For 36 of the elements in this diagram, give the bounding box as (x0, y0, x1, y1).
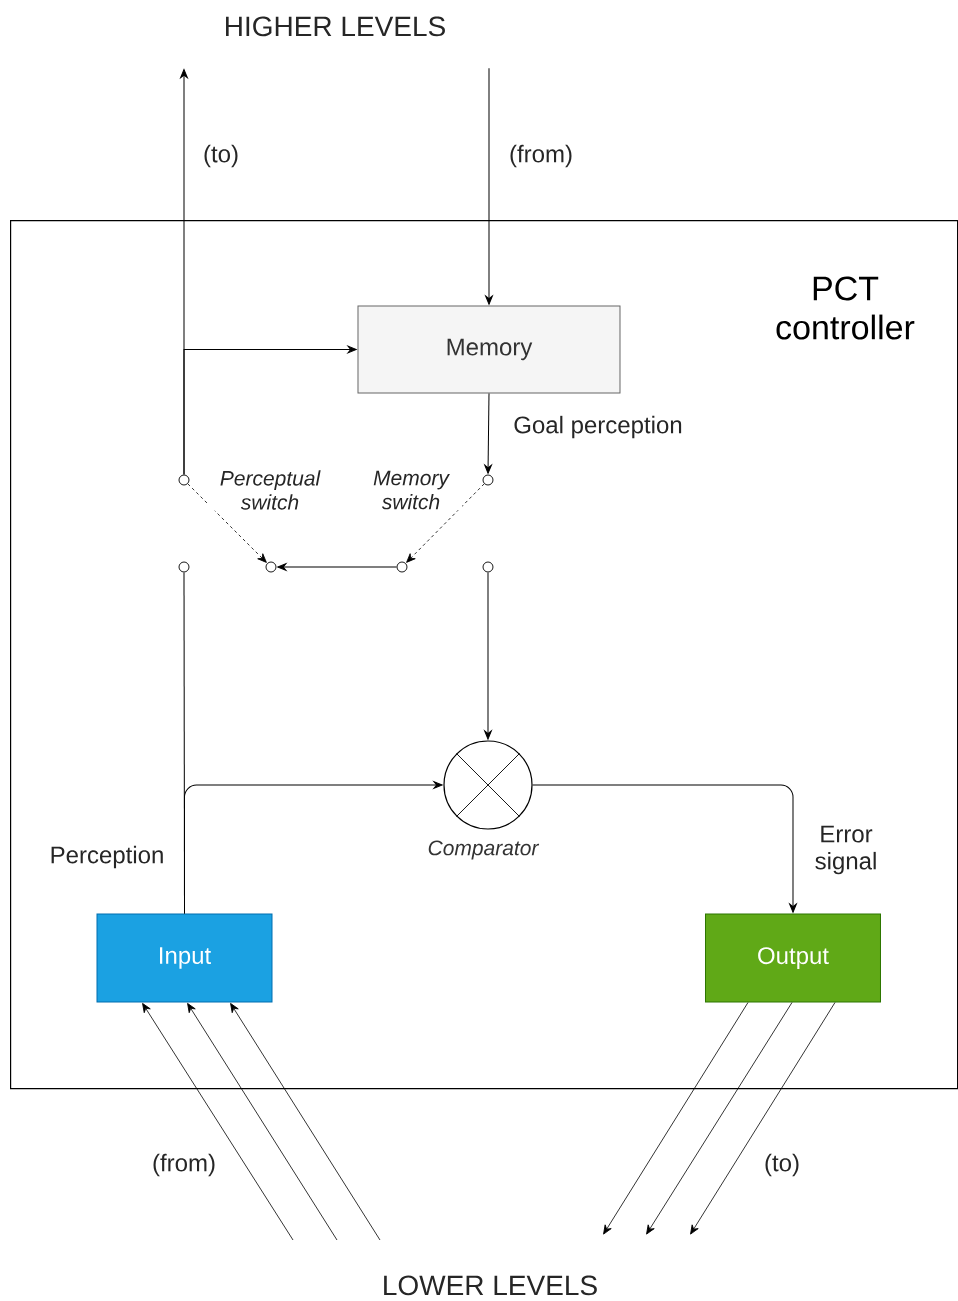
arrow (183, 345, 357, 476)
input-box: Input (96, 913, 273, 1003)
switch-terminal (482, 474, 494, 486)
level-label: LOWER LEVELS (384, 1275, 597, 1296)
arrow (603, 1002, 749, 1235)
edge-label: (from) (151, 1152, 217, 1178)
arrow (484, 571, 492, 740)
arrow (485, 67, 493, 305)
edge-label: Perceptual switch (209, 469, 331, 511)
edge-label: (from) (508, 143, 574, 169)
comparator-caption: Comparator (428, 840, 540, 860)
edge-label: (to) (202, 143, 240, 169)
arrow (646, 1002, 793, 1235)
arrow (532, 784, 797, 913)
edge-label: (to) (763, 1152, 801, 1178)
level-label: HIGHER LEVELS (226, 16, 445, 37)
memory-box: Memory (357, 305, 621, 394)
edge-label: Perception (48, 844, 166, 870)
edge-label: Memory switch (360, 469, 462, 511)
arrow (406, 483, 485, 563)
arrow (184, 781, 443, 914)
arrow (277, 563, 398, 571)
switch-terminal (265, 561, 277, 573)
switch-terminal (482, 561, 494, 573)
output-box: Output (705, 913, 881, 1003)
edge-label: Goal perception (512, 414, 684, 440)
switch-terminal (396, 561, 408, 573)
arrow (187, 483, 267, 563)
arrow (187, 1003, 338, 1241)
arrow (142, 1003, 294, 1241)
edge-label: Error signal (800, 824, 892, 876)
switch-terminal (178, 561, 190, 573)
arrow (690, 1002, 836, 1235)
arrow (484, 393, 492, 474)
switch-terminal (178, 474, 190, 486)
arrow (230, 1003, 381, 1241)
